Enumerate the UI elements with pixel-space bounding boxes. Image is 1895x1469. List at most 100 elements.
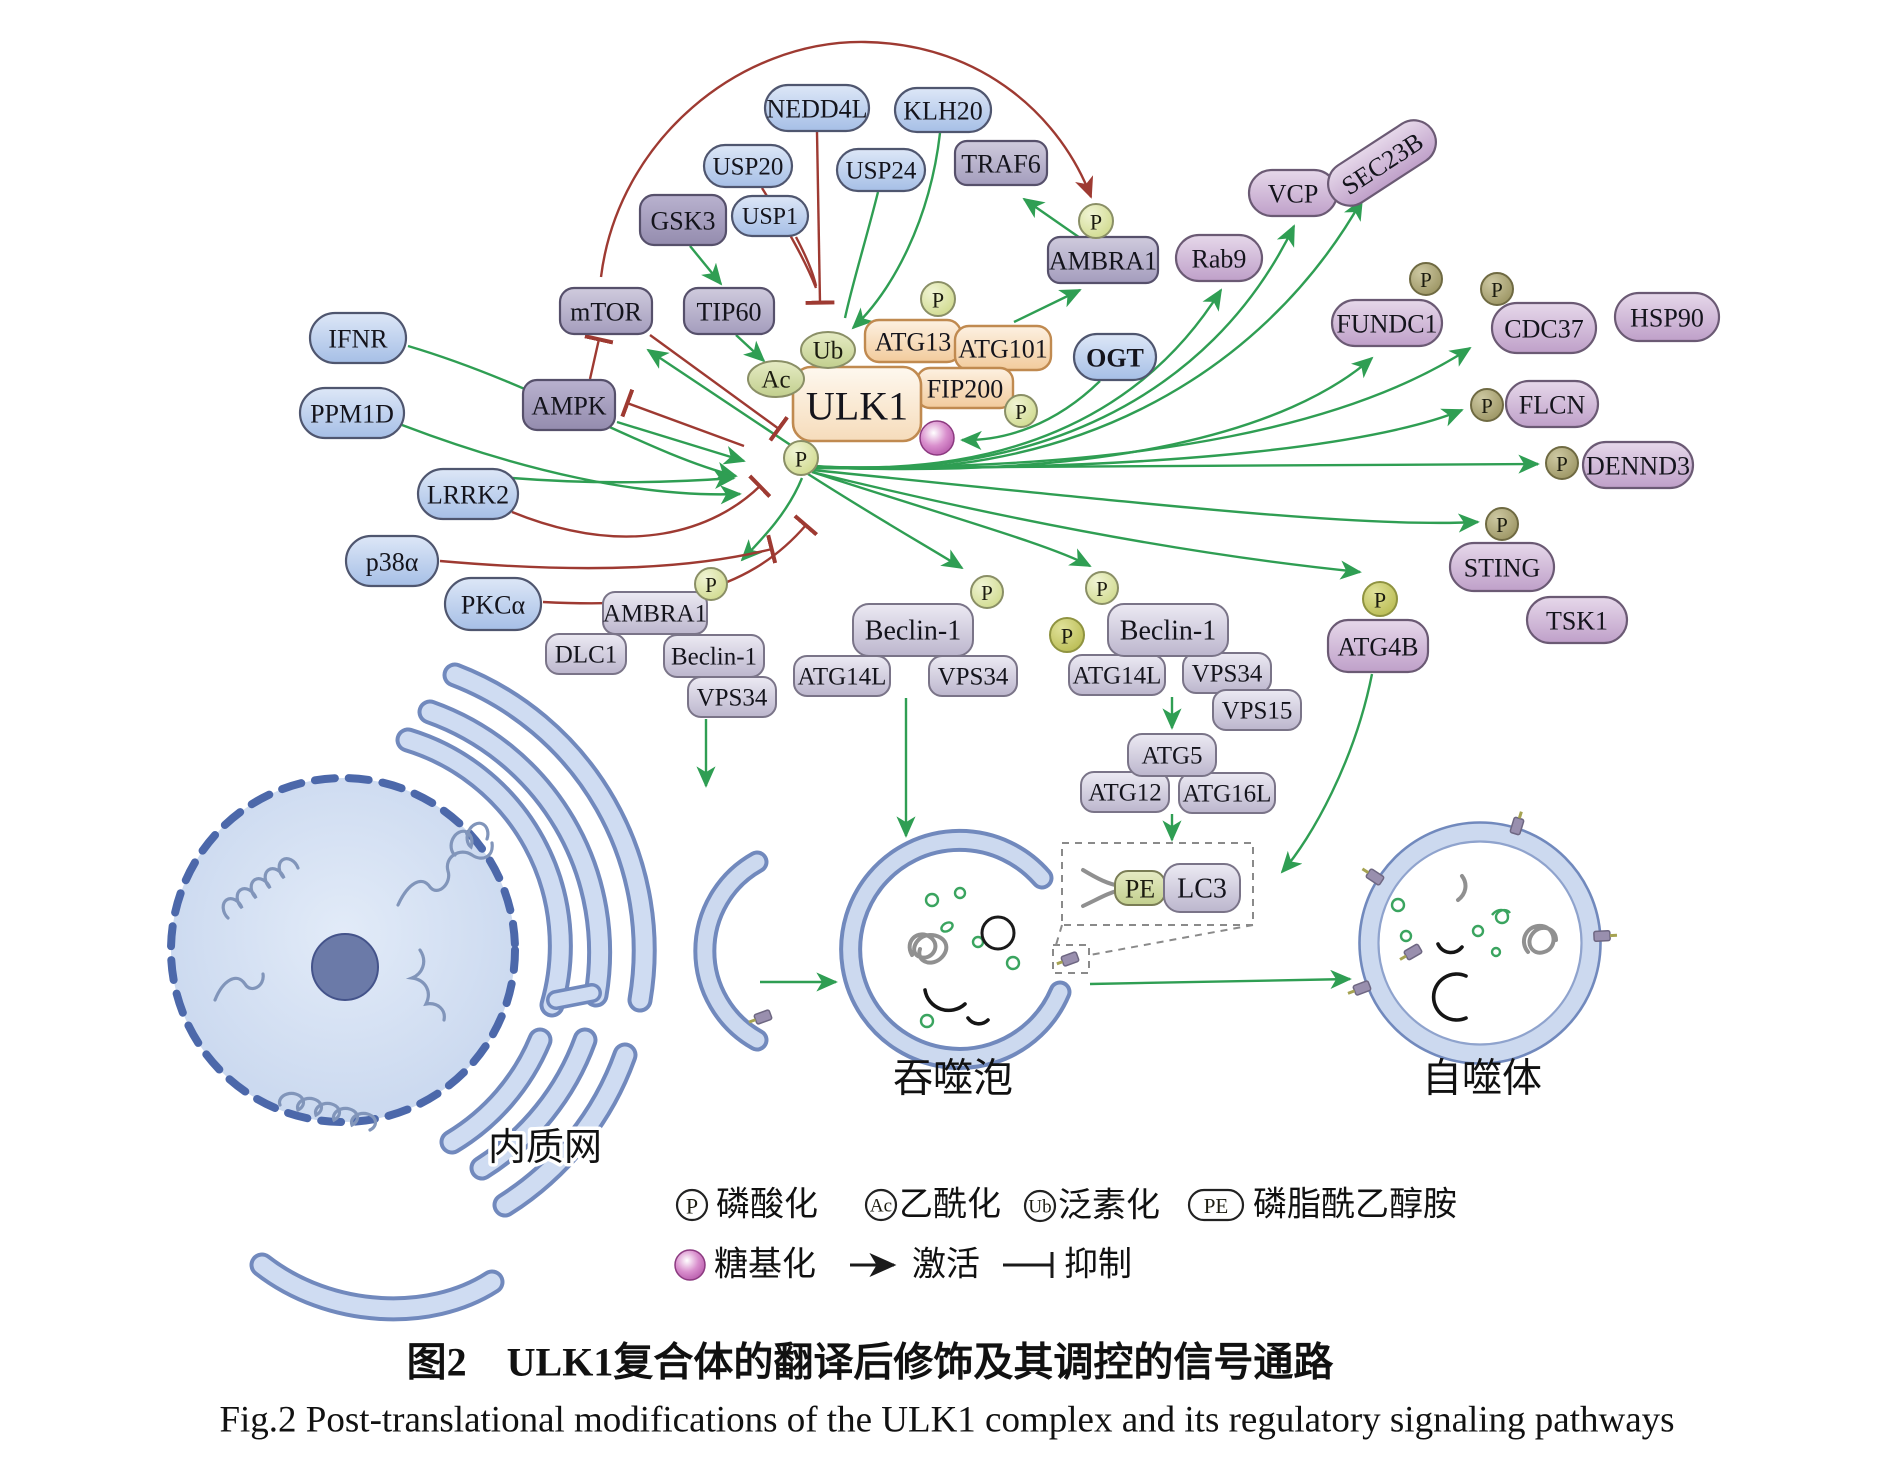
svg-text:ATG4B: ATG4B — [1338, 633, 1419, 662]
phospho-badge — [783, 440, 819, 476]
legend: P 磷酸化 Ac 乙酰化 Ub 泛素化 PE 磷脂酰乙醇胺 糖基化 激活 抑制 — [674, 1186, 1457, 1284]
edge-lrrk2-ulk1 — [511, 469, 736, 490]
svg-text:P: P — [1491, 278, 1503, 302]
phospho-badge — [920, 281, 956, 317]
svg-text:Ub: Ub — [813, 338, 844, 365]
atg5-complex: ATG12 ATG16L ATG5 — [1080, 733, 1276, 814]
svg-text:P: P — [1090, 210, 1102, 235]
svg-text:TSK1: TSK1 — [1546, 607, 1608, 636]
node-vcp: VCP — [1247, 168, 1339, 218]
phospho-badge — [694, 567, 728, 601]
lc3-stud — [1399, 943, 1423, 961]
phospho-badge — [1480, 272, 1514, 306]
svg-text:TRAF6: TRAF6 — [961, 150, 1040, 179]
svg-text:FIP200: FIP200 — [927, 375, 1004, 404]
ubiquitin-badge — [800, 331, 856, 369]
edge-tip60-ac — [735, 334, 766, 363]
svg-text:VPS34: VPS34 — [697, 685, 768, 712]
svg-text:Ub: Ub — [1028, 1197, 1051, 1218]
edge-ogt-glyco — [960, 380, 1101, 451]
beclin-right-complex: ATG14L VPS34 VPS15 Beclin-1 P P — [1049, 571, 1302, 731]
phagophore-label: 吞噬泡 — [893, 1056, 1013, 1101]
lc3-stud — [1056, 951, 1080, 967]
node-tsk1: TSK1 — [1525, 595, 1629, 645]
node-vps34-mid — [928, 655, 1018, 697]
svg-text:AMPK: AMPK — [531, 392, 606, 421]
node-vps34-low — [687, 676, 777, 718]
edge-atg4b-lc3 — [1280, 673, 1374, 874]
node-fundc1: FUNDC1 P — [1330, 262, 1444, 348]
edge-ulk1-cdc37 — [811, 346, 1472, 469]
svg-text:VPS34: VPS34 — [938, 664, 1009, 691]
node-atg4b: ATG4B P — [1326, 581, 1430, 674]
edge-ulk1-atg4b — [811, 470, 1362, 580]
svg-text:Beclin-1: Beclin-1 — [1120, 616, 1216, 647]
edge-ambra1-traf6 — [1022, 197, 1084, 241]
edge-ulk1-beclin-right — [811, 470, 1092, 568]
svg-text:ATG5: ATG5 — [1141, 743, 1202, 770]
edge-klh20-ulk1 — [851, 132, 942, 330]
node-usp24: USP24 — [835, 147, 927, 193]
node-sec23b: SEC23B — [1327, 119, 1437, 207]
edge-phagophore-autophagosome — [1089, 969, 1352, 989]
svg-text:PKCα: PKCα — [461, 591, 526, 620]
lc3-membrane-box — [1052, 944, 1090, 974]
legend-phospho-label: 磷酸化 — [716, 1186, 818, 1224]
acetyl-badge — [747, 360, 805, 398]
node-lc3 — [1163, 863, 1241, 913]
svg-text:PE: PE — [1204, 1194, 1229, 1218]
svg-text:AMBRA1: AMBRA1 — [1049, 247, 1157, 276]
svg-text:DLC1: DLC1 — [555, 642, 618, 669]
svg-text:STING: STING — [1464, 554, 1541, 583]
edge-usp1-merge — [794, 236, 818, 287]
node-rab9: Rab9 — [1174, 233, 1264, 283]
svg-text:ATG12: ATG12 — [1088, 780, 1162, 807]
svg-text:P: P — [1481, 394, 1493, 418]
svg-text:P: P — [1556, 452, 1568, 476]
svg-text:ULK1: ULK1 — [806, 384, 908, 429]
node-pkca: PKCα — [443, 576, 543, 632]
node-vps15 — [1212, 689, 1302, 731]
node-atg14l-mid — [793, 655, 891, 697]
phospho-badge — [1049, 617, 1085, 653]
svg-text:USP24: USP24 — [846, 158, 917, 185]
svg-text:ATG101: ATG101 — [958, 335, 1048, 364]
membrane-crescent — [693, 850, 769, 1052]
node-atg12 — [1080, 771, 1170, 813]
svg-text:HSP90: HSP90 — [1630, 304, 1704, 333]
edge-lrrk2-ulk1-inhibit — [511, 474, 772, 538]
phospho-badge — [1409, 262, 1443, 296]
pe-tag-label: PE — [1125, 875, 1155, 904]
node-atg5 — [1127, 733, 1217, 777]
svg-text:P: P — [1061, 624, 1073, 649]
edge-ppm1d-ulk1 — [401, 423, 742, 505]
node-ulk1 — [791, 365, 923, 443]
svg-text:P: P — [686, 1194, 698, 1219]
svg-text:LRRK2: LRRK2 — [427, 481, 509, 510]
svg-text:Rab9: Rab9 — [1192, 245, 1247, 274]
svg-text:USP1: USP1 — [742, 204, 798, 230]
node-ppm1d: PPM1D — [298, 386, 406, 440]
svg-text:P: P — [705, 573, 717, 597]
node-mtor: mTOR — [558, 286, 654, 336]
phospho-badge — [1085, 571, 1119, 605]
phospho-badge — [1545, 446, 1579, 480]
er-tubules — [249, 662, 657, 1322]
edge-ulk1-beclin-mid — [807, 472, 964, 570]
svg-text:NEDD4L: NEDD4L — [766, 95, 867, 124]
edge-ampk-mtor — [584, 334, 614, 380]
node-ambra1-low — [602, 591, 708, 635]
legend-acetyl-icon — [864, 1188, 898, 1222]
phospho-badge — [1004, 394, 1038, 428]
node-atg16l — [1178, 772, 1276, 814]
node-beclin1-r — [1107, 603, 1229, 657]
edge-ulk1-ambra1-low — [740, 477, 804, 562]
node-beclin1-mid — [852, 603, 974, 657]
node-tip60: TIP60 — [682, 286, 776, 336]
legend-ubiquitin-icon — [1023, 1189, 1057, 1223]
figure-caption: 图2 ULK1复合体的翻译后修饰及其调控的信号通路 Fig.2 Post-tra… — [219, 1340, 1674, 1441]
er-label: 内质网 — [488, 1127, 602, 1169]
autophagosome-studs — [1347, 811, 1618, 996]
svg-text:GSK3: GSK3 — [650, 207, 715, 236]
